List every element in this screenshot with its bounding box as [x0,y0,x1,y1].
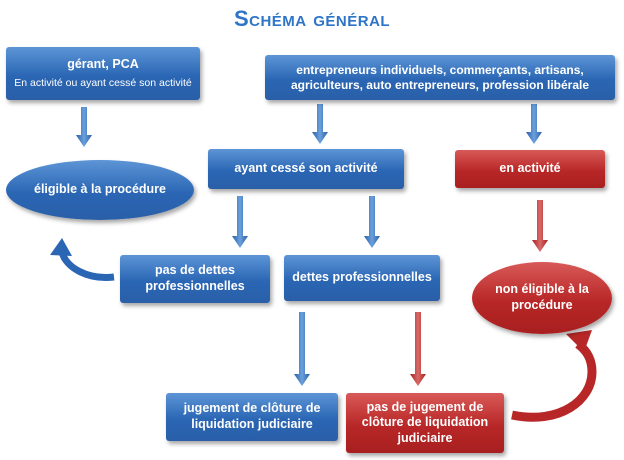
node-en-activite-label: en activité [499,161,561,176]
node-pas-de-jugement-line3: judiciaire [397,430,453,445]
node-entrepreneurs-line1: entrepreneurs individuels, commerçants, … [296,62,584,77]
node-en-activite: en activité [455,150,605,188]
node-jugement-line1: jugement de clôture de [183,401,321,416]
arrow-entrepreneurs-to-ayant-cesse [312,104,328,144]
arrow-dettes-pro-to-pas-de-jugement [410,312,426,386]
node-pas-de-dettes: pas de dettes professionnelles [120,255,270,303]
arrow-ayant-cesse-to-dettes-pro [364,196,380,248]
curved-arrow-to-non-eligible [511,330,597,422]
node-non-eligible: non éligible à la procédure [472,262,612,334]
node-pas-de-dettes-line1: pas de dettes [155,263,235,278]
node-jugement-line2: liquidation judiciaire [191,417,313,431]
arrow-entrepreneurs-to-en-activite [526,104,542,144]
node-dettes-pro: dettes professionnelles [284,255,440,301]
node-ayant-cesse: ayant cessé son activité [208,149,404,189]
arrow-ayant-cesse-to-pas-de-dettes [232,196,248,248]
node-gerant-title: gérant, PCA [67,57,139,72]
node-dettes-pro-label: dettes professionnelles [292,270,432,285]
node-eligible: éligible à la procédure [6,160,194,220]
node-non-eligible-line2: procédure [511,298,573,312]
node-eligible-label: éligible à la procédure [34,182,166,197]
arrow-dettes-pro-to-jugement [294,312,310,386]
node-pas-de-jugement-line1: pas de jugement de [366,399,484,414]
node-entrepreneurs: entrepreneurs individuels, commerçants, … [265,55,615,100]
curved-arrow-to-eligible [50,238,115,281]
node-pas-de-dettes-line2: professionnelles [145,279,245,293]
node-entrepreneurs-line2: agriculteurs, auto entrepreneurs, profes… [290,77,590,92]
node-ayant-cesse-label: ayant cessé son activité [234,161,378,176]
node-gerant: gérant, PCA En activité ou ayant cessé s… [6,47,200,100]
node-gerant-subtitle: En activité ou ayant cessé son activité [14,76,192,89]
arrow-gerant-to-eligible [76,107,92,147]
node-jugement: jugement de clôture de liquidation judic… [166,393,338,441]
node-non-eligible-line1: non éligible à la [495,282,589,297]
diagram-title: Schéma général [233,6,391,31]
node-pas-de-jugement: pas de jugement de clôture de liquidatio… [346,393,504,453]
node-pas-de-jugement-line2: clôture de liquidation [361,415,489,430]
arrow-en-activite-to-non-eligible [532,200,548,252]
